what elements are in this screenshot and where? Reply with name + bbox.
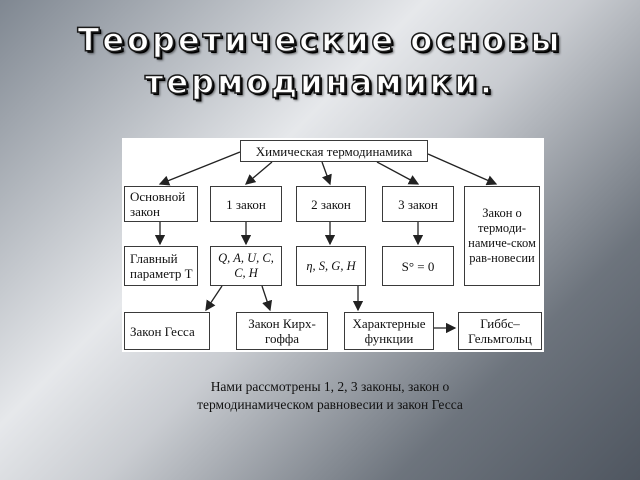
law3-params-box: S° = 0 — [382, 246, 454, 286]
caption-line-1: Нами рассмотрены 1, 2, 3 законы, закон о — [210, 379, 450, 394]
law2-box: 2 закон — [296, 186, 366, 222]
arrow-root-equilibrium — [427, 153, 498, 186]
arrow-root-law3 — [376, 161, 420, 185]
gibbs-helmholtz-box: Гиббс–Гельмгольц — [458, 312, 542, 350]
arrow-root-law1 — [245, 161, 273, 185]
caption-line-2: термодинамическом равновесии и закон Гес… — [197, 397, 463, 412]
arrow-root-law2 — [321, 161, 332, 186]
basic-law-box: Основной закон — [124, 186, 198, 222]
arrow-root-basic — [158, 151, 241, 186]
hess-law-box: Закон Гесса — [124, 312, 210, 350]
arrow-law1-hess — [205, 285, 223, 312]
equilibrium-law-box: Закон о термоди-намиче-ском рав-новесии — [464, 186, 540, 286]
root-box: Химическая термодинамика — [240, 140, 428, 162]
thermodynamics-diagram: Химическая термодинамика Основной закон … — [122, 138, 544, 352]
diagram-connectors — [154, 151, 498, 334]
law2-params-box: η, S, G, H — [296, 246, 366, 286]
law3-box: 3 закон — [382, 186, 454, 222]
title-line-1: Теоретические основы — [77, 21, 563, 59]
title-line-2: термодинамики. — [144, 63, 496, 101]
arrow-law1-kirchhoff — [261, 285, 273, 312]
law1-box: 1 закон — [210, 186, 282, 222]
main-parameter-box: Главный параметр T — [124, 246, 198, 286]
law1-params-box: Q, A, U, C, C, H — [210, 246, 282, 286]
characteristic-functions-box: Характерные функции — [344, 312, 434, 350]
kirchhoff-law-box: Закон Кирх-гоффа — [236, 312, 328, 350]
